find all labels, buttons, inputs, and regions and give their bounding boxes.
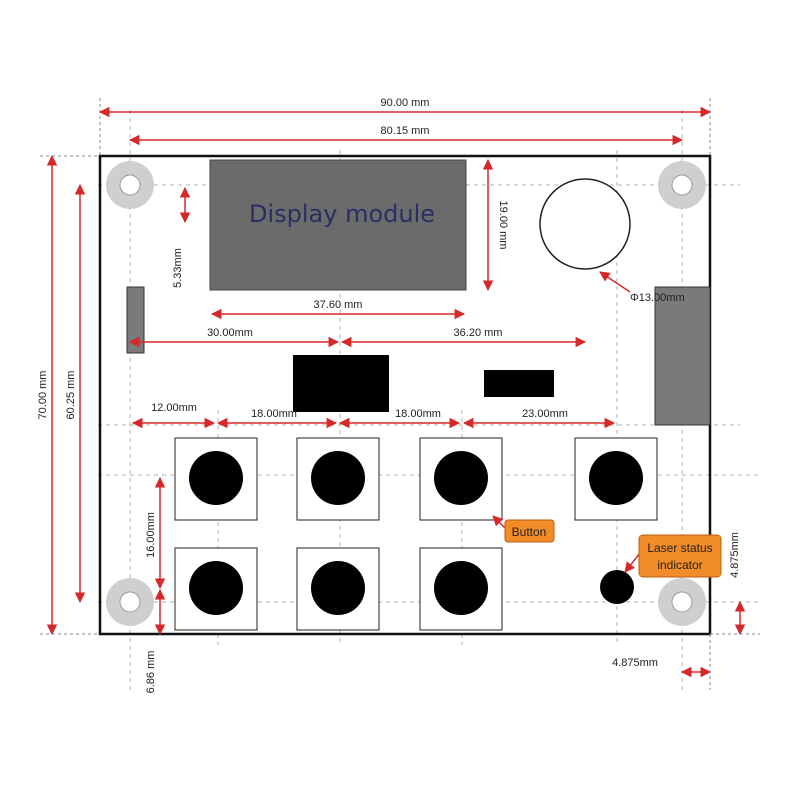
label-display-height: 19.00 mm	[497, 201, 509, 250]
button-r1-c4	[574, 437, 658, 521]
label-btn-pitch-3: 23.00mm	[522, 408, 568, 420]
diameter-label: Φ13.00mm	[630, 292, 685, 304]
label-hole-spacing-y: 60.25 mm	[65, 371, 77, 420]
dimension-lines	[40, 98, 760, 690]
callout-laser-label-2: indicator	[657, 558, 702, 572]
display-module-label: Display module	[249, 200, 435, 228]
chip-small	[484, 370, 554, 397]
button-r1-c3	[419, 437, 503, 521]
chip-main	[293, 355, 389, 412]
laser-status-indicator	[600, 570, 634, 604]
callout-diameter: Φ13.00mm	[599, 271, 685, 304]
round-component	[539, 178, 631, 270]
label-bottom-offset: 6.86 mm	[145, 651, 157, 694]
callout-laser: Laser status indicator	[624, 534, 722, 578]
label-hole-spacing-x: 80.15 mm	[381, 125, 430, 137]
button-r2-c3	[419, 547, 503, 631]
dimension-labels: 90.00 mm 80.15 mm 70.00 mm 60.25 mm 5.33…	[37, 97, 741, 693]
buttons	[174, 437, 658, 631]
button-r1-c1	[174, 437, 258, 521]
label-center-to-right: 36.20 mm	[454, 327, 503, 339]
label-btn-row-pitch: 16.00mm	[145, 512, 157, 558]
callout-button: Button	[492, 515, 555, 543]
display-module	[209, 159, 467, 291]
label-btn-pitch-2: 18.00mm	[395, 408, 441, 420]
callout-button-label: Button	[512, 525, 547, 539]
button-r1-c2	[296, 437, 380, 521]
label-total-height: 70.00 mm	[37, 371, 49, 420]
label-hole-inset-right: 4.875mm	[612, 657, 658, 669]
label-display-offset: 5.33mm	[172, 248, 184, 288]
label-display-width: 37.60 mm	[314, 299, 363, 311]
mounting-holes	[106, 161, 706, 626]
label-total-width: 90.00 mm	[381, 97, 430, 109]
label-hole-inset-bottom: 4.875mm	[729, 532, 741, 578]
label-left-to-center: 30.00mm	[207, 327, 253, 339]
button-r2-c2	[296, 547, 380, 631]
left-connector	[126, 286, 145, 354]
label-btn-offset-left: 12.00mm	[151, 402, 197, 414]
side-module	[654, 286, 711, 426]
button-r2-c1	[174, 547, 258, 631]
label-btn-pitch-1: 18.00mm	[251, 408, 297, 420]
callout-laser-label-1: Laser status	[647, 541, 712, 555]
